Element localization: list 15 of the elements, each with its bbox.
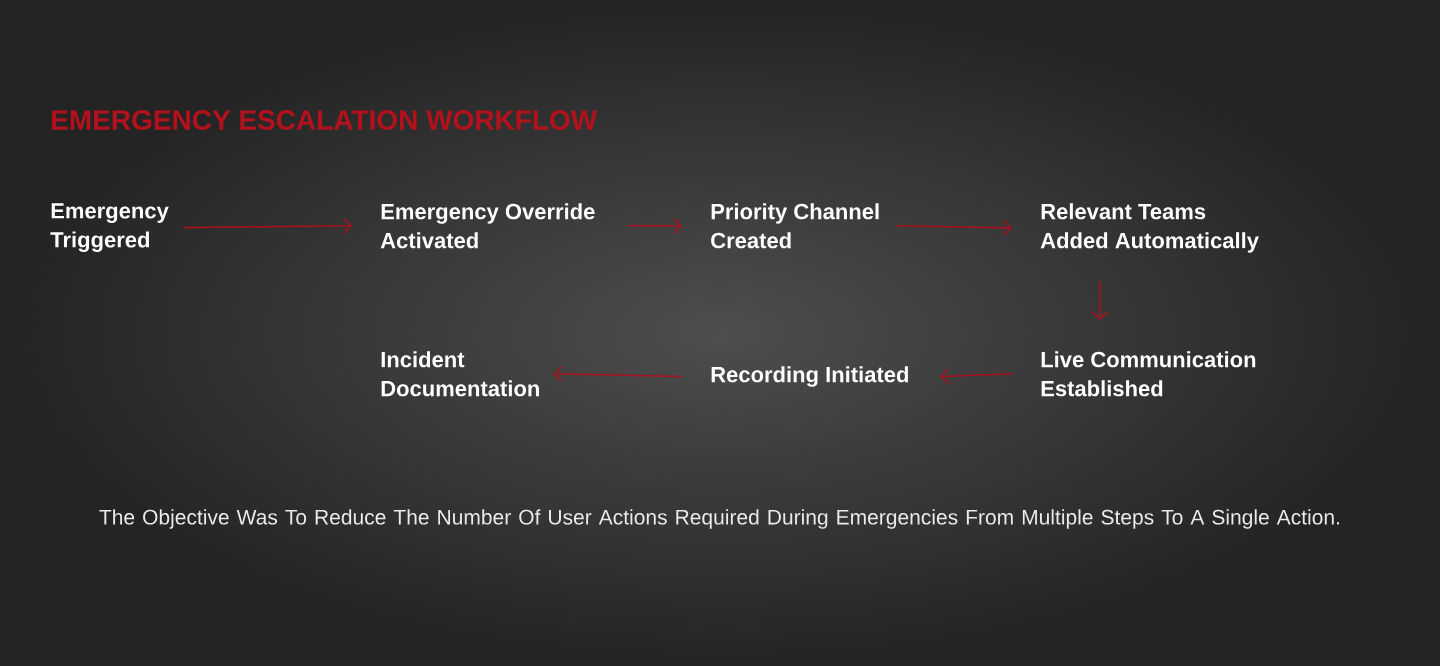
arrow (1091, 280, 1109, 320)
step-label: Priority Channel Created (711, 203, 879, 249)
arrow (627, 217, 682, 235)
step-label: Recording Initiated (711, 366, 908, 387)
step-label: Emergency Triggered (50, 203, 169, 252)
step-label: Relevant Teams Added Automatically (1040, 203, 1259, 253)
arrow (553, 365, 683, 383)
arrow (895, 219, 1012, 237)
title: EMERGENCY ESCALATION WORKFLOW (52, 110, 598, 130)
arrow (940, 367, 1013, 385)
step-label: Live Communication Established (1041, 351, 1256, 397)
arrow (182, 217, 352, 235)
step-label: Incident Documentation (381, 351, 539, 397)
step-label: Emergency Override Activated (380, 203, 595, 249)
caption: The Objective Was To Reduce The Number Of User Actions Required During Emergencies From Multiple Steps To A Single Action. (99, 509, 1339, 529)
